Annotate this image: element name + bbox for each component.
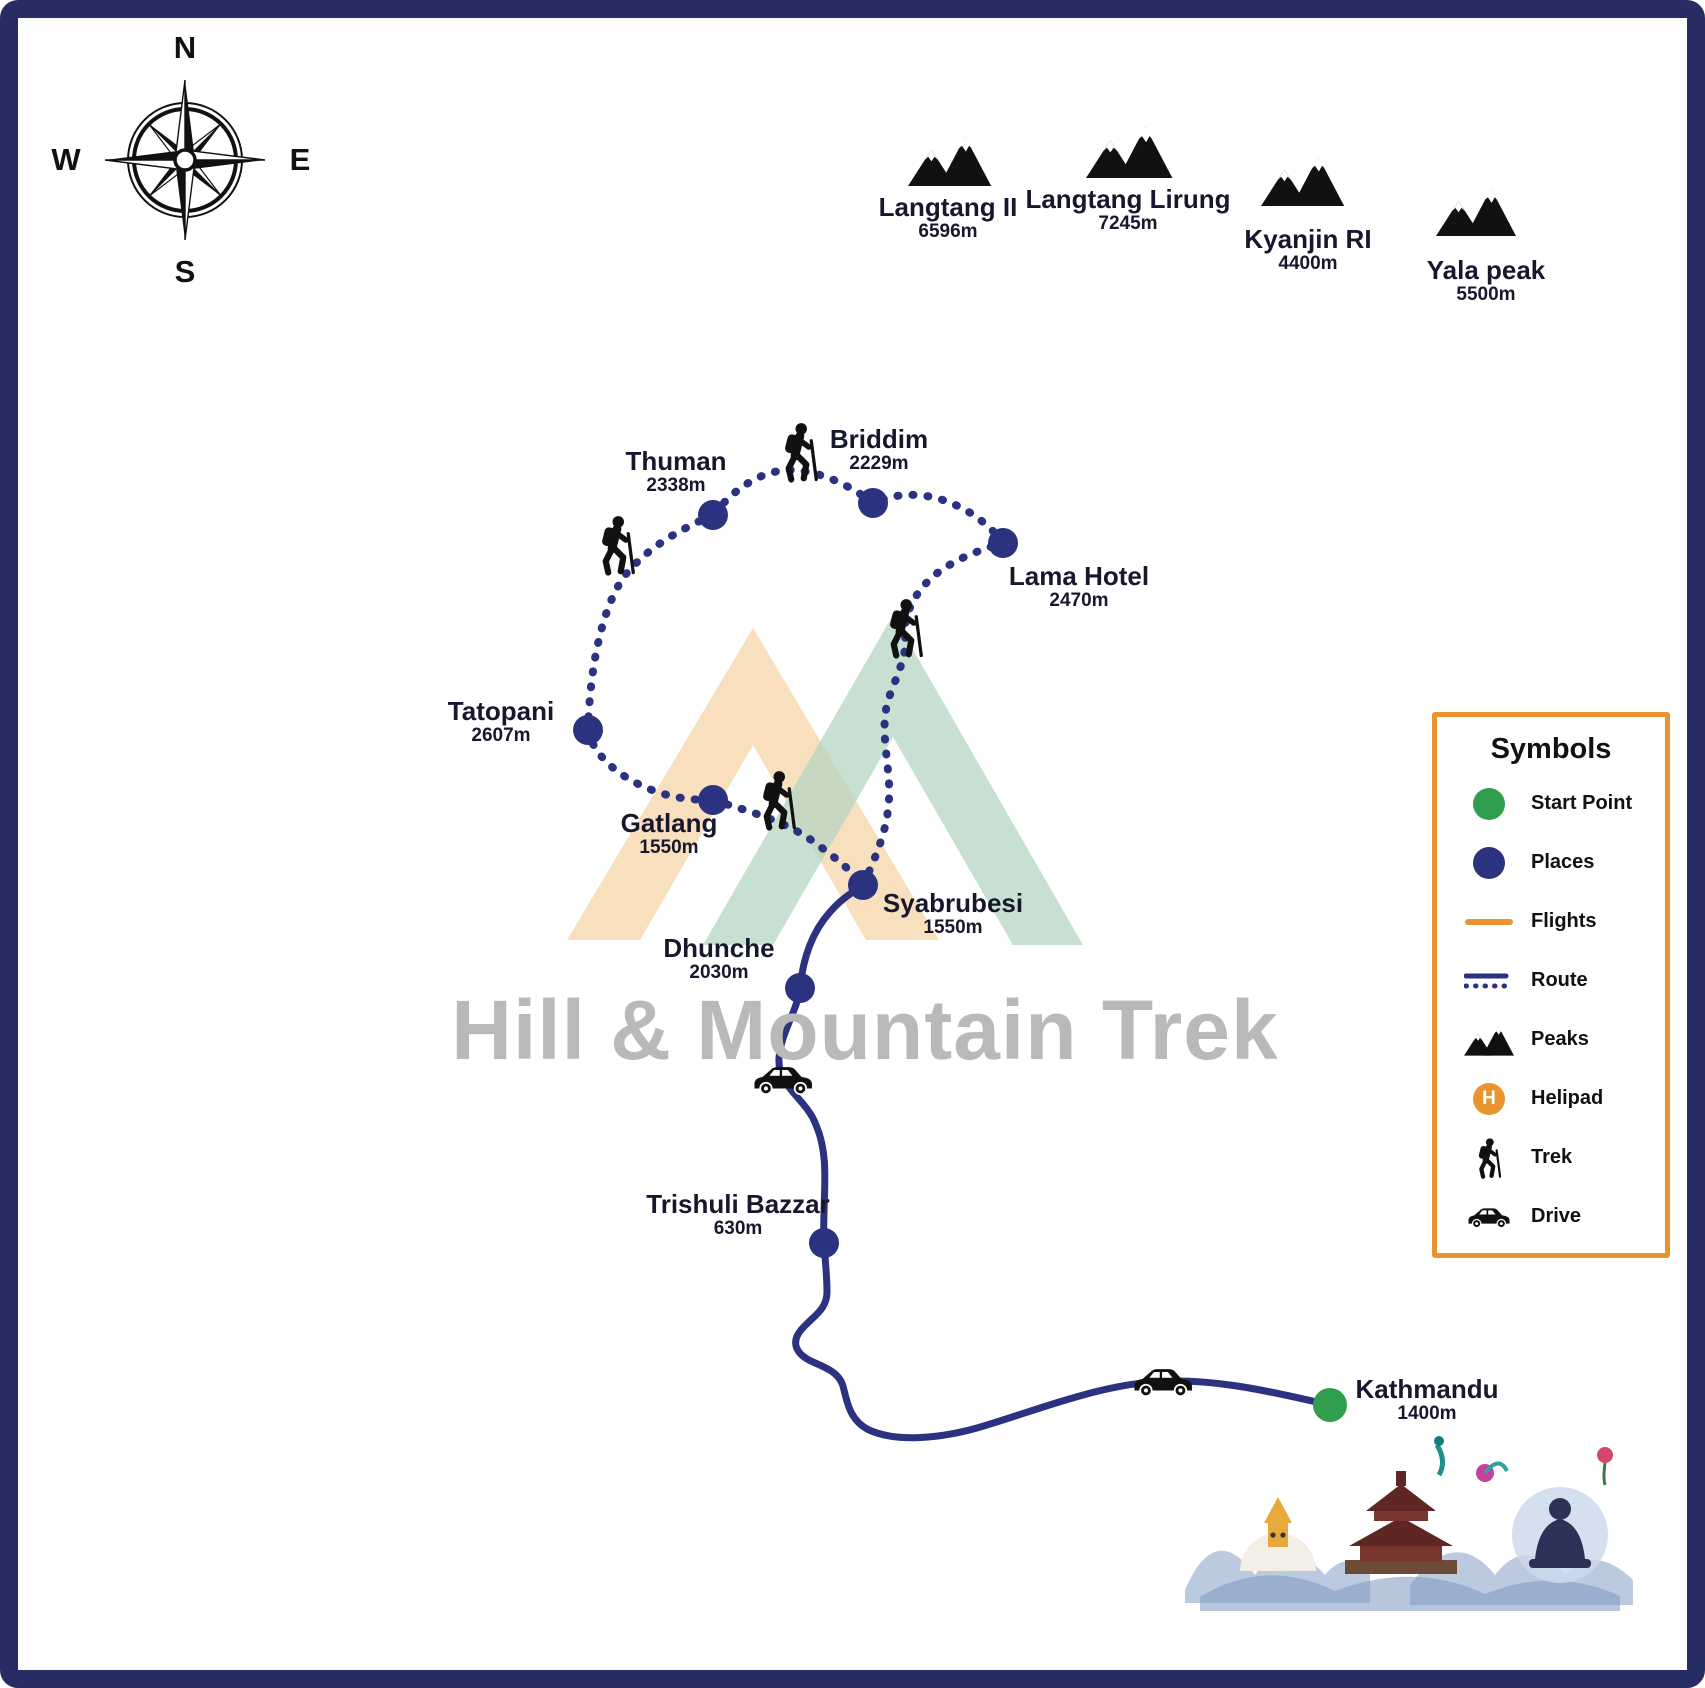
place-marker-thuman xyxy=(698,500,728,530)
compass-west-label: W xyxy=(51,142,81,177)
flight-line-icon xyxy=(1459,918,1519,925)
place-label-kathmandu: Kathmandu 1400m xyxy=(1355,1374,1499,1425)
start-point-icon xyxy=(1459,787,1519,820)
peak-elevation: 7245m xyxy=(1098,213,1158,235)
legend-label: Route xyxy=(1531,969,1588,991)
legend-label: Peaks xyxy=(1531,1028,1589,1050)
car-icon-2 xyxy=(1133,1368,1193,1398)
peak-name: Langtang Lirung xyxy=(1025,184,1231,214)
place-elevation: 2470m xyxy=(1049,590,1109,612)
legend-label: Helipad xyxy=(1531,1087,1604,1109)
place-name: Gatlang xyxy=(620,808,718,838)
trek-icon-legend xyxy=(1459,1137,1519,1179)
legend-label: Drive xyxy=(1531,1205,1582,1227)
place-label-dhunche: Dhunche 2030m xyxy=(663,933,775,984)
kathmandu-illustration xyxy=(1185,1436,1633,1611)
peak-icon-yala-peak xyxy=(1436,188,1516,236)
trekker-icon-1 xyxy=(601,516,633,572)
place-name: Kathmandu xyxy=(1355,1374,1499,1404)
legend-label: Trek xyxy=(1531,1146,1573,1168)
place-elevation: 1550m xyxy=(923,917,983,939)
place-elevation: 630m xyxy=(713,1218,763,1240)
compass-north-label: N xyxy=(173,30,197,65)
place-elevation: 2338m xyxy=(646,475,706,497)
place-dot-icon xyxy=(1459,846,1519,879)
place-marker-trishuli-bazzar xyxy=(809,1228,839,1258)
legend-title: Symbols xyxy=(1490,733,1612,765)
peak-label-langtang-ii: Langtang II 6596m xyxy=(878,192,1018,243)
legend-label: Flights xyxy=(1531,910,1597,932)
trekker-icon-2 xyxy=(784,423,816,479)
peak-name: Yala peak xyxy=(1426,255,1546,285)
legend-row-places: Places xyxy=(1437,833,1665,892)
place-marker-tatopani xyxy=(573,715,603,745)
peaks-icon xyxy=(1459,1024,1519,1056)
drive-icon xyxy=(1459,1204,1519,1230)
legend-row-trek: Trek xyxy=(1437,1128,1665,1187)
peak-icon-kyanjin-ri xyxy=(1261,156,1345,206)
legend-row-route: Route xyxy=(1437,951,1665,1010)
place-label-tatopani: Tatopani 2607m xyxy=(447,696,555,747)
peak-label-kyanjin-ri: Kyanjin RI 4400m xyxy=(1244,224,1372,275)
place-name: Dhunche xyxy=(663,933,775,963)
compass-rose xyxy=(104,79,266,241)
peak-icon-langtang-ii xyxy=(908,136,992,186)
place-marker-dhunche xyxy=(785,973,815,1003)
place-marker-lama-hotel xyxy=(988,528,1018,558)
legend-row-start-point: Start Point xyxy=(1437,774,1665,833)
place-name: Briddim xyxy=(829,424,929,454)
legend-row-peaks: Peaks xyxy=(1437,1010,1665,1069)
peak-label-yala-peak: Yala peak 5500m xyxy=(1426,255,1546,306)
place-elevation: 1550m xyxy=(639,837,699,859)
place-marker-briddim xyxy=(858,488,888,518)
place-marker-syabrubesi xyxy=(848,870,878,900)
place-name: Lama Hotel xyxy=(1008,561,1150,591)
place-label-thuman: Thuman 2338m xyxy=(625,446,727,497)
place-label-syabrubesi: Syabrubesi 1550m xyxy=(882,888,1024,939)
place-name: Trishuli Bazzar xyxy=(646,1189,830,1219)
place-elevation: 2030m xyxy=(689,962,749,984)
watermark-brand-text: Hill & Mountain Trek xyxy=(451,983,1279,1077)
peak-elevation: 5500m xyxy=(1456,284,1516,306)
peak-name: Kyanjin RI xyxy=(1244,224,1372,254)
legend-label: Start Point xyxy=(1531,792,1633,814)
watermark-logo xyxy=(567,615,1083,945)
peak-label-langtang-lirung: Langtang Lirung 7245m xyxy=(1025,184,1231,235)
place-label-lama-hotel: Lama Hotel 2470m xyxy=(1008,561,1150,612)
place-name: Thuman xyxy=(625,446,727,476)
peak-name: Langtang II xyxy=(878,192,1018,222)
place-label-gatlang: Gatlang 1550m xyxy=(620,808,718,859)
place-label-briddim: Briddim 2229m xyxy=(829,424,929,475)
start-marker-kathmandu xyxy=(1313,1388,1347,1422)
helipad-icon: H xyxy=(1459,1082,1519,1115)
legend-row-helipad: H Helipad xyxy=(1437,1069,1665,1128)
legend-row-flights: Flights xyxy=(1437,892,1665,951)
place-elevation: 2229m xyxy=(849,453,909,475)
place-name: Tatopani xyxy=(447,696,555,726)
peak-icon-langtang-lirung xyxy=(1086,126,1173,178)
compass-south-label: S xyxy=(174,254,196,289)
peak-elevation: 6596m xyxy=(918,221,978,243)
place-name: Syabrubesi xyxy=(882,888,1024,918)
legend-panel: Symbols Start Point Places Flights Route xyxy=(1432,712,1670,1258)
drive-route-path xyxy=(775,881,1334,1442)
place-elevation: 1400m xyxy=(1397,1403,1457,1425)
route-line-icon xyxy=(1459,971,1519,991)
peak-elevation: 4400m xyxy=(1278,253,1338,275)
legend-row-drive: Drive xyxy=(1437,1187,1665,1246)
compass-east-label: E xyxy=(289,142,311,177)
place-elevation: 2607m xyxy=(471,725,531,747)
place-marker-gatlang xyxy=(698,785,728,815)
place-label-trishuli-bazzar: Trishuli Bazzar 630m xyxy=(646,1189,830,1240)
legend-label: Places xyxy=(1531,851,1595,873)
